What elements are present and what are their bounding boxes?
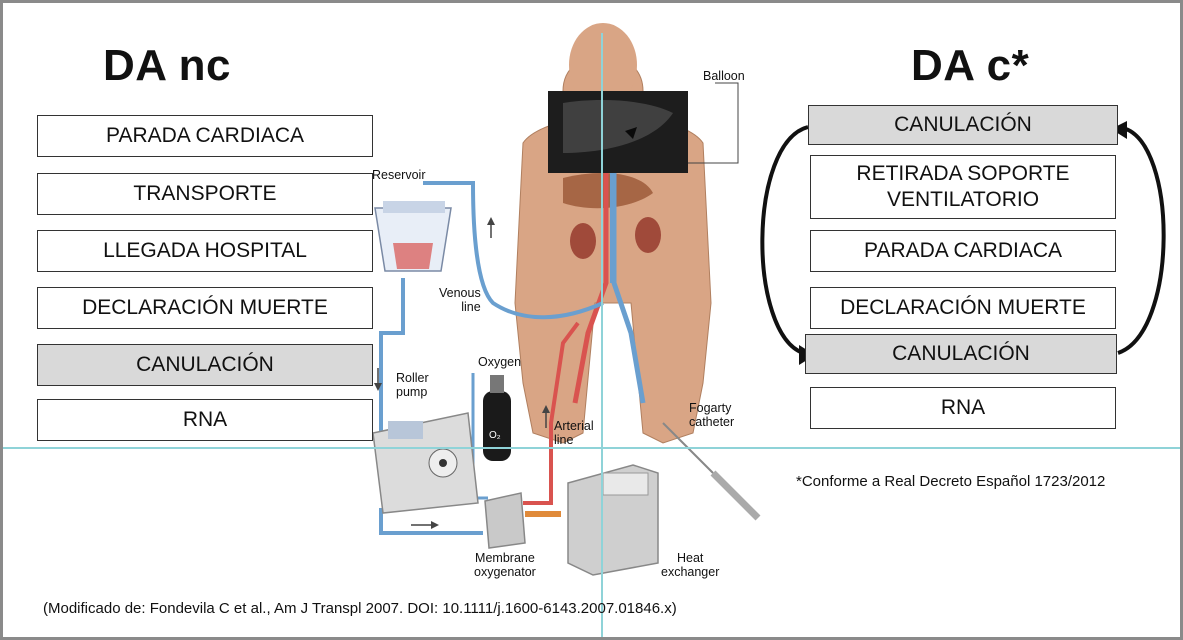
reservoir-device: [375, 201, 451, 271]
reservoir-label: Reservoir: [372, 168, 426, 182]
vertical-guide-line: [601, 33, 603, 640]
right-step-6: RNA: [810, 387, 1116, 429]
right-step-5-canulacion: CANULACIÓN: [805, 334, 1117, 374]
right-step-1-canulacion: CANULACIÓN: [808, 105, 1118, 145]
roller-pump-label: Roller pump: [396, 371, 429, 399]
horizontal-guide-line: [3, 447, 1183, 449]
left-step-2: TRANSPORTE: [37, 173, 373, 215]
cycle-arrow-right: [1118, 128, 1164, 353]
heat-exchanger-label: Heat exchanger: [661, 551, 719, 579]
membrane-oxygenator-label: Membrane oxygenator: [474, 551, 536, 579]
left-step-3: LLEGADA HOSPITAL: [37, 230, 373, 272]
right-step-2: RETIRADA SOPORTE VENTILATORIO: [810, 155, 1116, 219]
o2-tank-symbol: O₂: [489, 429, 501, 443]
left-step-5-canulacion: CANULACIÓN: [37, 344, 373, 386]
right-column-title: DA c*: [911, 41, 1029, 91]
left-step-1: PARADA CARDIACA: [37, 115, 373, 157]
citation: (Modificado de: Fondevila C et al., Am J…: [43, 600, 677, 617]
right-step-4: DECLARACIÓN MUERTE: [810, 287, 1116, 329]
balloon-label: Balloon: [703, 69, 745, 83]
oxygen-label: Oxygen: [478, 355, 521, 369]
heat-exchanger-device: [568, 465, 658, 575]
roller-pump-device: [373, 413, 478, 513]
fogarty-catheter-syringe: [663, 423, 758, 518]
arterial-line-label: Arterial line: [554, 419, 594, 447]
right-step-3: PARADA CARDIACA: [810, 230, 1116, 272]
fogarty-catheter-label: Fogarty catheter: [689, 401, 734, 429]
cycle-arrow-left: [762, 127, 808, 353]
left-step-6: RNA: [37, 399, 373, 441]
footnote: *Conforme a Real Decreto Español 1723/20…: [796, 473, 1105, 490]
venous-line-label: Venous line: [439, 286, 481, 314]
left-step-4: DECLARACIÓN MUERTE: [37, 287, 373, 329]
left-column-title: DA nc: [103, 41, 231, 91]
